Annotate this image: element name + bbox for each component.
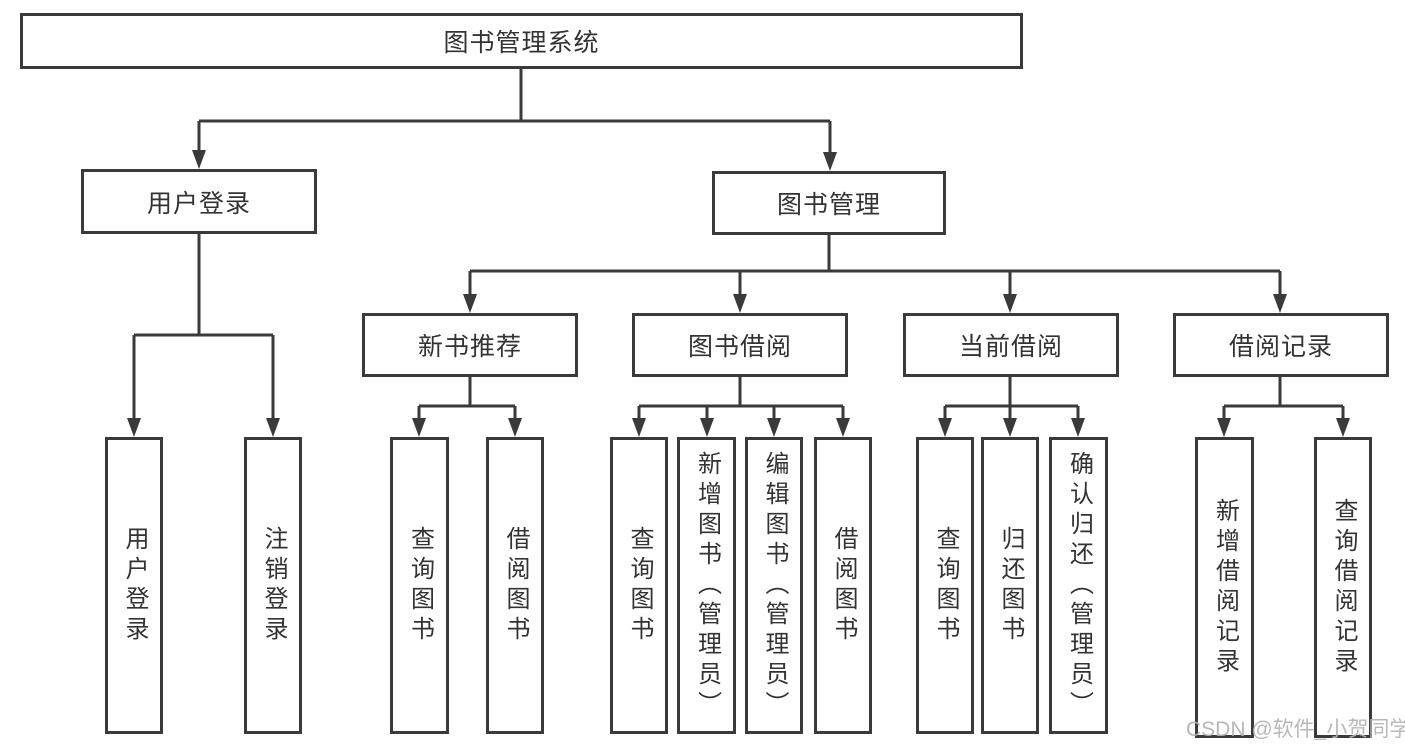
leaf-label: 借阅图书 — [830, 525, 857, 646]
arrowhead-icon — [767, 418, 781, 437]
leaf-label: 归还图书 — [997, 525, 1024, 646]
arrowhead-icon — [1003, 418, 1017, 437]
leaf-borrow-books-recommendation: 借阅图书 — [486, 437, 544, 734]
arrowhead-icon — [1217, 418, 1231, 437]
connector-book-management-to-level3 — [463, 234, 1287, 313]
arrowhead-icon — [733, 294, 747, 313]
node-user-login: 用户登录 — [81, 169, 317, 234]
leaf-label: 新增借阅记录 — [1211, 497, 1239, 678]
arrowhead-icon — [192, 150, 206, 169]
arrowhead-icon — [508, 418, 522, 437]
leaf-label: 编辑图书（管理员） — [761, 450, 788, 721]
leaf-label: 新增图书（管理员） — [693, 450, 721, 721]
leaf-label: 查询图书 — [932, 525, 959, 646]
arrowhead-icon — [632, 418, 646, 437]
node-current-borrowing: 当前借阅 — [903, 313, 1119, 377]
connector-current-borrowing-to-leaves — [938, 376, 1085, 437]
leaf-add-books-admin: 新增图书（管理员） — [677, 437, 736, 734]
csdn-watermark: CSDN @软件_小贺同学 — [1186, 718, 1405, 741]
node-borrowing-records: 借阅记录 — [1173, 313, 1389, 377]
node-library-management-system: 图书管理系统 — [20, 13, 1023, 69]
leaf-user-login: 用户登录 — [105, 437, 163, 734]
connector-borrowing-records-to-leaves — [1217, 376, 1350, 437]
arrowhead-icon — [938, 418, 952, 437]
connector-user-login-to-leaves — [127, 233, 280, 437]
arrowhead-icon — [127, 418, 141, 437]
arrowhead-icon — [700, 418, 714, 437]
leaf-label: 借阅图书 — [502, 525, 529, 646]
node-book-management: 图书管理 — [712, 171, 946, 235]
arrowhead-icon — [1336, 418, 1350, 437]
leaf-confirm-return-admin: 确认归还（管理员） — [1049, 437, 1108, 734]
connector-new-book-recommendation-to-leaves — [412, 376, 522, 437]
leaf-query-books-current: 查询图书 — [916, 437, 974, 734]
arrowhead-icon — [266, 418, 280, 437]
arrowhead-icon — [823, 152, 837, 171]
leaf-borrow-books: 借阅图书 — [814, 437, 872, 734]
leaf-query-books-borrowing: 查询图书 — [610, 437, 668, 734]
leaf-label: 查询图书 — [406, 525, 434, 646]
leaf-logout: 注销登录 — [244, 437, 302, 734]
leaf-query-borrowing-record: 查询借阅记录 — [1314, 437, 1372, 738]
arrowhead-icon — [463, 294, 477, 313]
node-book-borrowing: 图书借阅 — [632, 313, 848, 377]
leaf-query-books-recommendation: 查询图书 — [390, 437, 449, 734]
arrowhead-icon — [836, 418, 850, 437]
arrowhead-icon — [412, 418, 426, 437]
leaf-label: 确认归还（管理员） — [1065, 450, 1093, 721]
leaf-label: 注销登录 — [260, 525, 287, 646]
leaf-label: 查询借阅记录 — [1330, 497, 1357, 678]
arrowhead-icon — [1071, 418, 1085, 437]
leaf-label: 查询图书 — [626, 525, 653, 646]
connector-root-to-level2 — [192, 68, 837, 171]
node-new-book-recommendation: 新书推荐 — [362, 313, 578, 377]
arrowhead-icon — [1003, 294, 1017, 313]
leaf-return-books: 归还图书 — [981, 437, 1039, 734]
connector-book-borrowing-to-leaves — [632, 376, 850, 437]
leaf-edit-books-admin: 编辑图书（管理员） — [745, 437, 803, 734]
leaf-add-borrowing-record: 新增借阅记录 — [1195, 437, 1254, 738]
arrowhead-icon — [1273, 294, 1287, 313]
leaf-label: 用户登录 — [121, 525, 148, 646]
